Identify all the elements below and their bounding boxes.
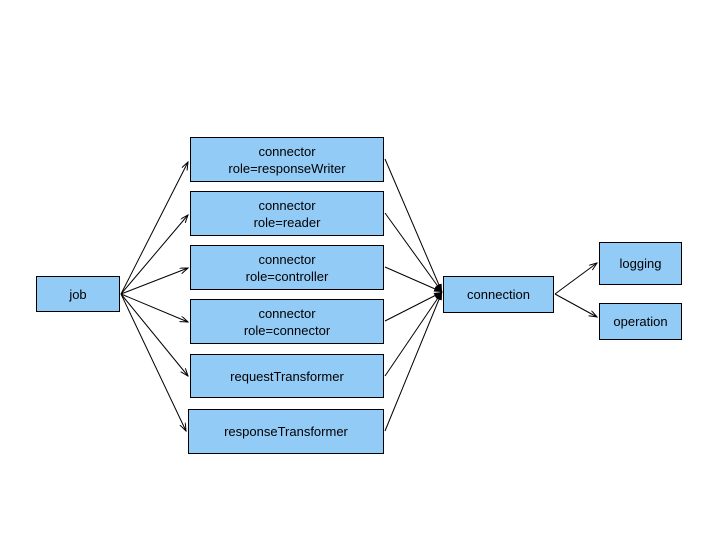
- edge-connection-to-logging: [554, 263, 597, 295]
- edge-connector-connector-to-connection: [384, 291, 443, 322]
- node-connector-connector[interactable]: connector role=connector: [190, 299, 384, 344]
- node-label-secondary: role=controller: [245, 268, 329, 284]
- node-label: requestTransformer: [230, 368, 344, 384]
- edge-job-to-request-transformer: [120, 293, 188, 376]
- node-label: connector: [258, 143, 316, 159]
- edge-job-to-connector-connector: [120, 293, 188, 322]
- edge-job-to-response-transformer: [120, 293, 186, 431]
- node-connector-reader[interactable]: connector role=reader: [190, 191, 384, 236]
- node-label: connection: [467, 287, 530, 302]
- node-connector-controller[interactable]: connector role=controller: [190, 245, 384, 290]
- edge-group: [120, 158, 597, 432]
- node-connector-responsewriter[interactable]: connector role=responseWriter: [190, 137, 384, 182]
- node-operation[interactable]: operation: [599, 303, 682, 340]
- node-label: logging: [619, 256, 662, 271]
- edge-job-to-connector-controller: [120, 268, 188, 295]
- node-label: connector: [258, 251, 316, 267]
- edge-response-transformer-to-connection: [384, 291, 443, 432]
- edge-connector-reader-to-connection: [384, 212, 443, 293]
- node-label: job: [69, 286, 87, 302]
- node-label: operation: [613, 314, 668, 329]
- node-label: connector: [258, 197, 316, 213]
- node-label: connector: [258, 305, 316, 321]
- node-logging[interactable]: logging: [599, 242, 682, 285]
- edge-job-to-connector-responsewriter: [120, 162, 188, 295]
- node-request-transformer[interactable]: requestTransformer: [190, 354, 384, 398]
- node-job[interactable]: job: [36, 276, 120, 312]
- edge-job-to-connector-reader: [120, 215, 188, 295]
- edge-connector-responsewriter-to-connection: [384, 158, 443, 293]
- edge-connector-controller-to-connection: [384, 266, 443, 293]
- edge-connection-to-operation: [554, 293, 597, 317]
- edge-request-transformer-to-connection: [384, 291, 443, 377]
- node-response-transformer[interactable]: responseTransformer: [188, 409, 384, 454]
- node-label-secondary: role=reader: [253, 214, 321, 230]
- node-connection[interactable]: connection: [443, 276, 554, 313]
- node-label: responseTransformer: [224, 424, 348, 439]
- node-label-secondary: role=connector: [243, 322, 331, 338]
- node-label-secondary: role=responseWriter: [228, 160, 346, 176]
